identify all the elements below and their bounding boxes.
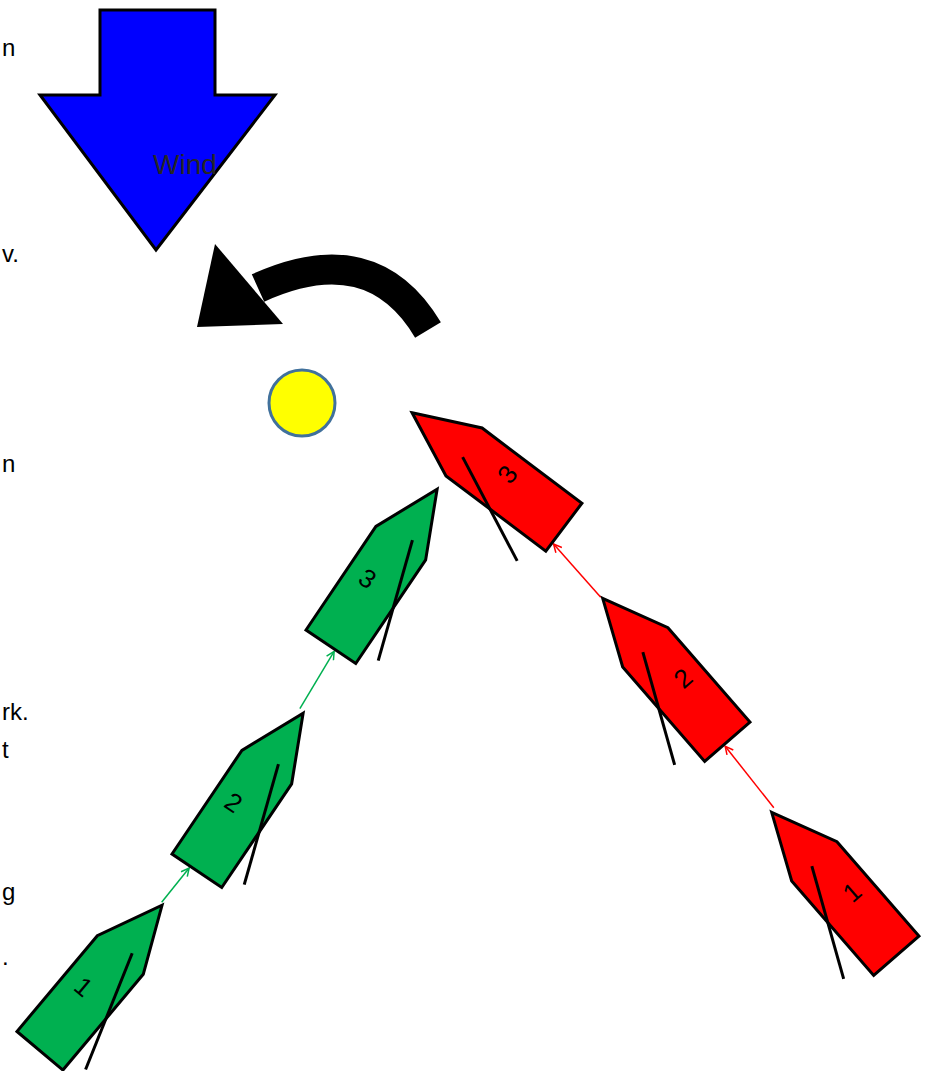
boat-hull: 1	[749, 793, 919, 976]
boat-hull: 2	[172, 696, 328, 887]
boat-shape	[749, 793, 919, 976]
cropped-note-text: v.	[2, 242, 19, 266]
rounding-arrowhead	[197, 244, 283, 327]
course-arrow	[554, 544, 601, 597]
wind-label: Wind	[153, 151, 217, 179]
boat-shape	[306, 472, 462, 663]
boat-hull: 3	[306, 472, 462, 663]
hull-outline	[394, 389, 582, 551]
course-arrow	[725, 746, 774, 808]
boat-hull: 1	[17, 886, 185, 1070]
boom-line	[433, 457, 548, 561]
course-arrow	[162, 868, 189, 902]
cropped-note-text: g	[2, 880, 15, 904]
cropped-note-text: rk.	[2, 700, 29, 724]
hull-outline	[17, 886, 185, 1070]
cropped-note-text: n	[2, 452, 15, 476]
boat-hull: 2	[580, 579, 750, 762]
boom-line	[56, 953, 162, 1069]
wind-arrow-shape	[38, 8, 278, 253]
hull-outline	[306, 472, 462, 663]
wind-arrow-outline	[40, 10, 275, 250]
cropped-note-text: .	[2, 945, 9, 969]
hull-outline	[172, 696, 328, 887]
boom-line	[346, 540, 445, 660]
cropped-note-text: t	[2, 738, 9, 762]
cropped-note-text: n	[2, 36, 15, 60]
mark-buoy	[269, 370, 335, 436]
boom-line	[605, 652, 712, 765]
course-arrow	[300, 651, 334, 708]
boat-shape	[172, 696, 328, 887]
wind-arrow: Wind	[38, 8, 278, 253]
rounding-arrow	[258, 269, 428, 330]
boom-line	[212, 764, 311, 884]
boat-shape	[580, 579, 750, 762]
boom-line	[774, 866, 881, 979]
boat-shape	[17, 886, 185, 1070]
